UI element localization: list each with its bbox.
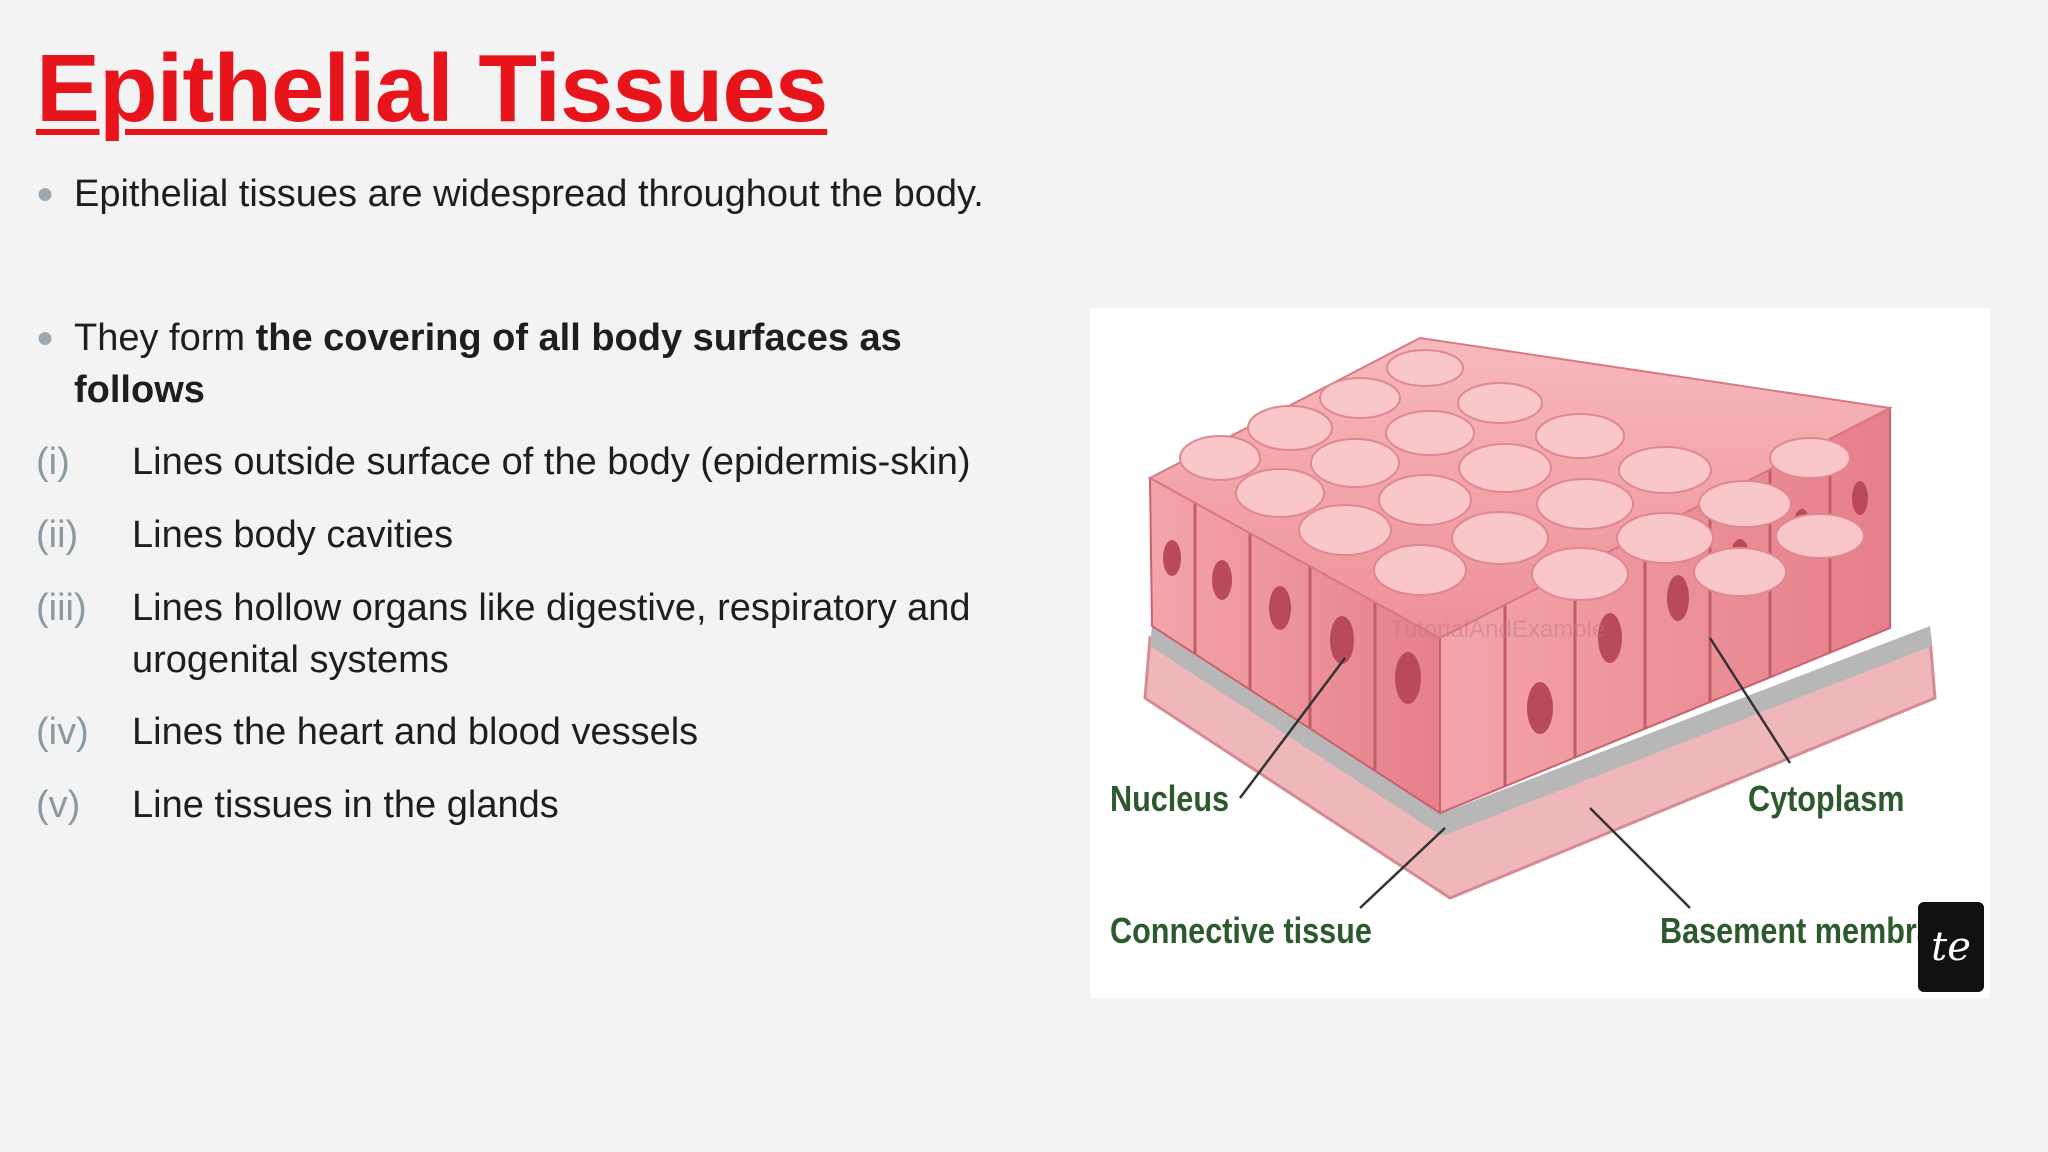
list-item-number: (iv)	[36, 711, 89, 753]
list-item-text: Lines the heart and blood vessels	[132, 711, 699, 753]
label-cytoplasm: Cytoplasm	[1748, 778, 1905, 819]
list-item-text: Lines body cavities	[132, 514, 454, 556]
bullet-text: Epithelial tissues are widespread throug…	[74, 173, 984, 215]
slide-title: Epithelial Tissues	[36, 35, 828, 142]
list-item-number: (ii)	[36, 514, 79, 556]
label-nucleus: Nucleus	[1110, 778, 1230, 819]
bullet-dot-icon: ●	[36, 321, 55, 354]
te-logo-badge-icon: te	[1918, 902, 1984, 992]
label-basement-membrane: Basement membrane	[1660, 910, 1970, 951]
bullet-dot-icon: ●	[36, 177, 55, 210]
list-item-text: Lines hollow organs like digestive, resp…	[132, 587, 971, 681]
list-item-text: Lines outside surface of the body (epide…	[132, 441, 971, 483]
list-item-text: Line tissues in the glands	[132, 784, 559, 826]
bullet-prefix: They form	[74, 317, 256, 359]
label-connective-tissue: Connective tissue	[1110, 910, 1372, 951]
epithelial-diagram: Nucleus Cytoplasm Connective tissue Base…	[1090, 308, 1990, 998]
list-item-number: (v)	[36, 784, 81, 826]
bullet-bold: the covering of all body surfaces as fol…	[74, 317, 902, 411]
epithelium-illustration	[1143, 336, 1937, 909]
watermark-text: TutorialAndExample	[1390, 616, 1606, 643]
bullet-text: They form the covering of all body surfa…	[74, 312, 1034, 416]
list-item-number: (i)	[36, 441, 70, 483]
list-item-number: (iii)	[36, 587, 87, 629]
